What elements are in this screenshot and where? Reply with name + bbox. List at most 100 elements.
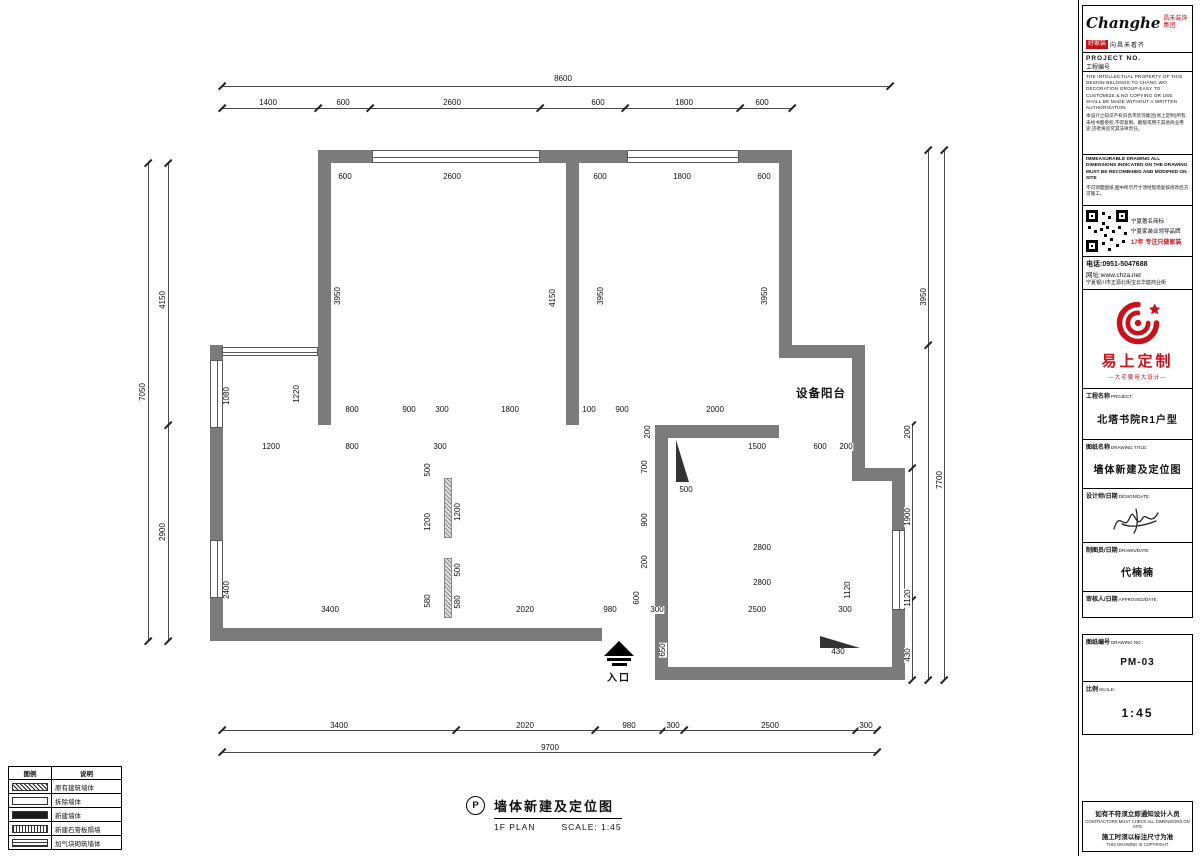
wall-segment bbox=[852, 468, 905, 481]
tick-mark bbox=[163, 636, 173, 646]
field-value bbox=[1086, 603, 1189, 615]
legend-swatch-empty bbox=[12, 796, 48, 805]
dimension-label: 1200 bbox=[423, 512, 432, 532]
notes-box: 如有不符须立即通知设计人员 CONTRACTORS MUST CHECK ALL… bbox=[1082, 801, 1193, 852]
field-value bbox=[1086, 500, 1189, 540]
dimension-label: 900 bbox=[640, 512, 649, 528]
plan-scale-label: SCALE: 1:45 bbox=[561, 822, 622, 832]
dimension-label: 600 bbox=[335, 98, 351, 107]
project-no-box: PROJECT NO. 工程编号 bbox=[1082, 52, 1193, 72]
dimension-line bbox=[222, 752, 877, 753]
dimension-label: 580 bbox=[453, 594, 462, 610]
legend-label: 拆除墙体 bbox=[51, 794, 121, 807]
dimension-label: 200 bbox=[903, 424, 912, 440]
copyright-text-cn: 本设计之知识产权归昌禾装饰集团(易上定制)所有,未经书面授权,不得复制、翻版或用… bbox=[1086, 113, 1187, 131]
dimension-label: 7050 bbox=[138, 382, 147, 402]
field-value: 1:45 bbox=[1121, 705, 1154, 720]
dimension-line bbox=[168, 163, 169, 641]
window-center-line bbox=[628, 156, 738, 158]
legend-swatch-solid bbox=[12, 810, 48, 819]
dimension-label: 1900 bbox=[903, 507, 912, 527]
contact-phone: 电话:0951-5047688 bbox=[1086, 261, 1148, 268]
dimension-label: 2800 bbox=[752, 578, 772, 587]
dimension-label: 1200 bbox=[261, 442, 281, 451]
wall-segment bbox=[668, 425, 779, 438]
legend-header-symbol: 图例 bbox=[9, 767, 52, 779]
field-value: 墙体新建及定位图 bbox=[1093, 465, 1182, 476]
plan-bubble: P bbox=[466, 796, 485, 815]
dimension-label: 2900 bbox=[158, 522, 167, 542]
dimension-label: 2500 bbox=[747, 605, 767, 614]
brand-cn-label: 昌禾装饰集团 bbox=[1163, 15, 1188, 29]
designer-signature bbox=[1112, 508, 1159, 534]
dimension-label: 300 bbox=[858, 721, 874, 730]
seal-tagline: —大宅要用大设计— bbox=[1108, 374, 1167, 381]
dimension-label: 7700 bbox=[935, 470, 944, 490]
field-label: 设计师/日期DESIGN/DATE: bbox=[1086, 494, 1151, 500]
dimension-label: 600 bbox=[632, 590, 641, 606]
qr-caption-1: 宁夏著名商标 bbox=[1131, 218, 1165, 225]
legend-row: 新建石膏板隔墙 bbox=[9, 822, 121, 836]
room-label-equipment-balcony: 设备阳台 bbox=[796, 388, 846, 400]
dimension-label: 1220 bbox=[292, 384, 301, 404]
field-label: 制图员/日期DRAWN/DATE: bbox=[1086, 548, 1150, 554]
qr-box: 宁夏著名商标 宁夏家装业领导品牌 17年 专注只做家装 bbox=[1082, 205, 1193, 257]
dimension-label: 600 bbox=[756, 172, 772, 181]
partition-wall bbox=[444, 558, 452, 618]
field-approver-date: 审核人/日期APPROVED/DATE: bbox=[1082, 591, 1193, 618]
tick-mark bbox=[885, 81, 895, 91]
dimension-line bbox=[222, 108, 792, 109]
tick-mark bbox=[143, 636, 153, 646]
dimension-label: 500 bbox=[423, 462, 432, 478]
dimension-label: 3400 bbox=[320, 605, 340, 614]
dimension-label: 500 bbox=[678, 485, 694, 494]
dimension-label: 2020 bbox=[515, 721, 535, 730]
dimension-label: 2400 bbox=[222, 580, 231, 600]
legend-row: 拆除墙体 bbox=[9, 794, 121, 808]
door-leaf bbox=[676, 440, 689, 482]
window-center-line bbox=[898, 531, 900, 609]
dimension-label: 3400 bbox=[329, 721, 349, 730]
window bbox=[372, 150, 540, 163]
dimension-label: 1800 bbox=[500, 405, 520, 414]
dimension-label: 1080 bbox=[222, 386, 231, 406]
legend-label: 原有建筑墙体 bbox=[51, 780, 121, 793]
legend-swatch-block bbox=[12, 838, 48, 847]
dimension-label: 1120 bbox=[843, 580, 852, 600]
window-center-line bbox=[373, 156, 539, 158]
wall-segment bbox=[655, 667, 905, 680]
title-block-fields: 工程名称PROJECT:北塔书院R1户型图纸名称DRAWING TITLE:墙体… bbox=[1082, 388, 1193, 735]
dimension-label: 1400 bbox=[258, 98, 278, 107]
dimension-label: 3950 bbox=[333, 286, 342, 306]
immeasurable-box: IMMEASURABLE DRAWING ALL DIMENSIONS INDI… bbox=[1082, 154, 1193, 206]
contact-box: 电话:0951-5047688 网址:www.chza.net 宁夏银川市正源北… bbox=[1082, 256, 1193, 290]
wall-segment bbox=[655, 425, 668, 667]
tick-mark bbox=[907, 675, 917, 685]
dimension-label: 980 bbox=[621, 721, 637, 730]
dimension-line bbox=[928, 150, 929, 680]
legend-row: 新建墙体 bbox=[9, 808, 121, 822]
dimension-label: 300 bbox=[837, 605, 853, 614]
dimension-label: 200 bbox=[838, 442, 854, 451]
dimension-label: 1800 bbox=[674, 98, 694, 107]
dimension-label: 2500 bbox=[760, 721, 780, 730]
dimension-label: 2600 bbox=[442, 172, 462, 181]
company-seal-box: 易上定制 —大宅要用大设计— bbox=[1082, 289, 1193, 389]
dimension-label: 2800 bbox=[752, 543, 772, 552]
dimension-label: 4150 bbox=[548, 288, 557, 308]
window bbox=[892, 530, 905, 610]
slogan-text: 向昌禾看齐 bbox=[1110, 42, 1146, 49]
wall-segment bbox=[852, 358, 865, 468]
dimension-label: 600 bbox=[754, 98, 770, 107]
dimension-label: 580 bbox=[423, 593, 432, 609]
window bbox=[627, 150, 739, 163]
dimension-label: 2020 bbox=[515, 605, 535, 614]
field-designer-date: 设计师/日期DESIGN/DATE: bbox=[1082, 488, 1193, 543]
dimension-label: 2600 bbox=[442, 98, 462, 107]
wall-segment bbox=[318, 163, 331, 425]
legend-label: 新建石膏板隔墙 bbox=[51, 822, 121, 835]
dimension-label: 600 bbox=[812, 442, 828, 451]
note-en-1: CONTRACTORS MUST CHECK ALL DIMENSIONS ON… bbox=[1085, 819, 1190, 829]
tick-mark bbox=[872, 725, 882, 735]
